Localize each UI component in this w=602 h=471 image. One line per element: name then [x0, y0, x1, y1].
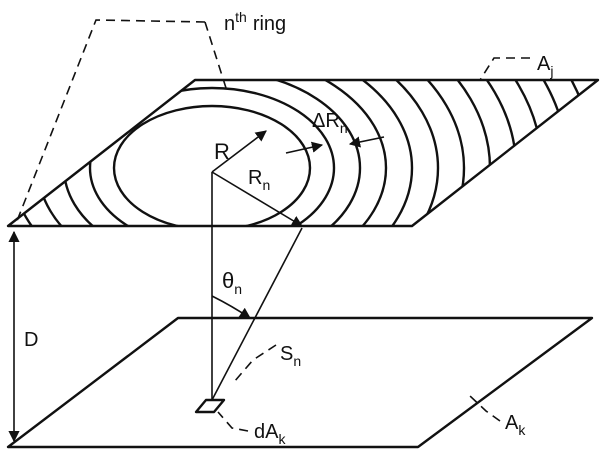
- ring-7: [8, 80, 466, 226]
- ring-leader-line-long: [14, 19, 206, 227]
- dak-leader-line: [217, 411, 249, 432]
- d-label: D: [24, 329, 38, 351]
- sn-label: Sn: [280, 343, 301, 369]
- ring-6: [8, 80, 440, 226]
- delta-rn-label: ΔRn: [312, 110, 348, 136]
- aj-leader-line: [479, 57, 530, 81]
- aj-label: Aj: [537, 53, 553, 79]
- bottom-plane-ak: [6, 316, 594, 449]
- top-plane-aj: [6, 78, 600, 228]
- theta-label: θn: [222, 268, 242, 297]
- delta-rn-arrow-left: [285, 141, 324, 154]
- ring-2: [88, 86, 336, 226]
- sn-leader-line: [233, 344, 277, 383]
- dak-label: dAk: [254, 421, 286, 447]
- radius-r-line: [211, 130, 267, 173]
- theta-angle-arc: [211, 295, 251, 319]
- ring-8: [8, 80, 492, 226]
- ak-leader-line: [469, 395, 501, 422]
- radius-rn-line: [211, 171, 303, 227]
- area-element-dak: [194, 398, 226, 414]
- slant-line-sn: [211, 227, 303, 401]
- r-label: R: [214, 139, 230, 164]
- rn-label: Rn: [248, 167, 270, 193]
- delta-rn-arrow-right: [348, 136, 385, 148]
- ak-label: Ak: [505, 412, 526, 438]
- ring-leader-line-short: [204, 21, 227, 89]
- ring-inner: [112, 104, 312, 226]
